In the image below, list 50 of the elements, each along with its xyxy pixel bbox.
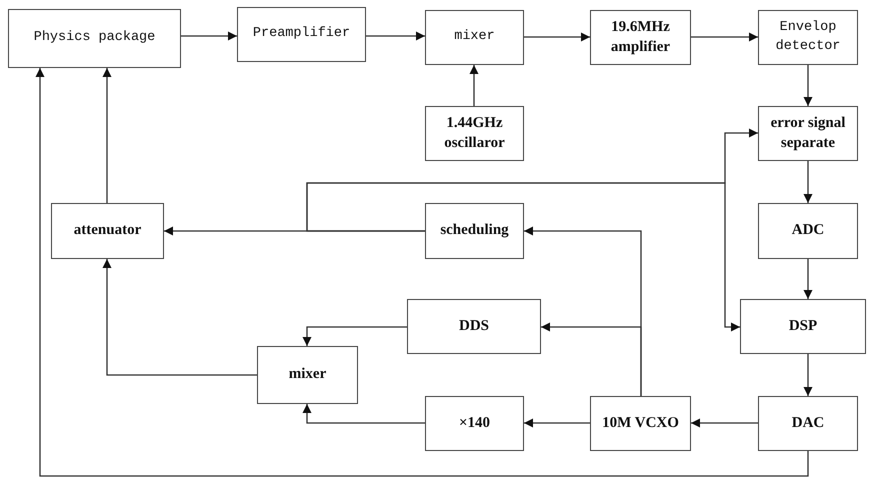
block-box	[758, 10, 858, 65]
block-label: Physics package	[34, 29, 156, 48]
block-box	[8, 9, 181, 68]
block-box	[758, 396, 858, 451]
block-label: DDS	[458, 316, 489, 336]
arrow	[691, 418, 758, 428]
arrow	[36, 68, 809, 477]
block-label: Preamplifier	[252, 25, 350, 44]
arrow	[366, 32, 425, 40]
arrow	[804, 161, 812, 203]
block-label: error signal separate	[770, 114, 846, 152]
block-box	[237, 7, 366, 62]
block-box	[758, 106, 858, 161]
block-label: DAC	[792, 414, 824, 433]
block-label: mixer	[454, 28, 495, 46]
block-label: Envelop detector	[774, 19, 842, 56]
arrow	[302, 326, 407, 346]
block-label: scheduling	[440, 221, 509, 240]
block-box	[51, 203, 164, 259]
block-label: 19.6MHz amplifier	[610, 18, 672, 56]
block-label: DSP	[788, 316, 818, 336]
block-label: 1.44GHz oscillaror	[443, 114, 506, 152]
block-box	[257, 346, 358, 404]
arrow	[804, 65, 812, 106]
block-box	[407, 299, 541, 354]
block-box	[425, 10, 524, 65]
arrow	[804, 259, 812, 299]
arrow	[181, 32, 237, 40]
arrow	[102, 68, 112, 203]
arrow	[470, 65, 478, 106]
block-box	[590, 396, 691, 451]
block-box	[740, 299, 866, 354]
block-label: 10M VCXO	[602, 414, 679, 433]
block-label: attenuator	[74, 221, 142, 240]
arrow	[524, 32, 590, 42]
arrow	[524, 418, 590, 428]
block-box	[425, 203, 524, 259]
arrow	[102, 259, 257, 376]
arrow	[306, 182, 740, 332]
block-box	[590, 10, 691, 65]
arrow	[691, 32, 758, 42]
block-label: ADC	[792, 221, 824, 240]
block-box	[758, 203, 858, 259]
arrow	[804, 354, 812, 396]
block-label: ×140	[458, 414, 490, 433]
block-box	[425, 106, 524, 161]
block-label: mixer	[288, 365, 326, 384]
arrow	[302, 404, 425, 424]
arrow	[541, 322, 642, 396]
block-box	[425, 396, 524, 451]
